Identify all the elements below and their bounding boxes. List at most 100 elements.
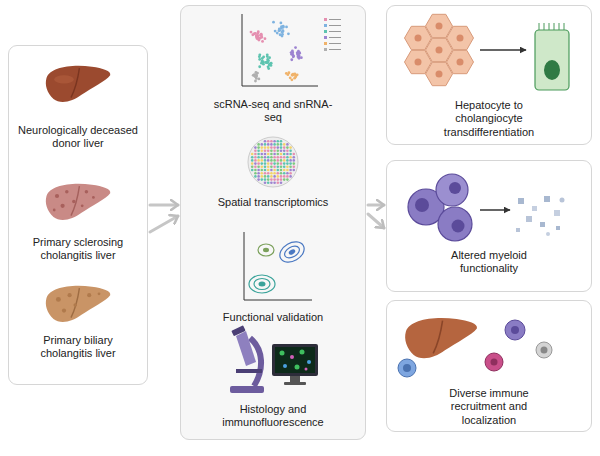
spatial-spot: [286, 178, 289, 181]
method-label: scRNA-seq and snRNA-seq: [208, 98, 338, 125]
spatial-spot: [264, 169, 267, 172]
spatial-spot: [283, 178, 286, 181]
immune-cell-icon: [403, 364, 411, 372]
spatial-spot: [270, 166, 273, 169]
secreted-factor-icon: [540, 222, 545, 227]
spatial-spot: [264, 162, 267, 165]
psc-liver-icon: [55, 194, 59, 198]
pbc-liver-icon: [68, 293, 72, 297]
spatial-spot: [283, 159, 286, 162]
myeloid-cell-icon: [452, 220, 465, 233]
spatial-spot: [273, 150, 276, 153]
pbc-liver-icon: [62, 309, 66, 313]
psc-liver-icon: [72, 200, 76, 204]
hepatocyte-icon: [436, 23, 443, 30]
spatial-spot: [267, 166, 270, 169]
spatial-spot: [254, 172, 257, 175]
psc-liver-icon: [81, 204, 84, 207]
hepatocyte-icon: [447, 26, 474, 49]
spatial-spot: [270, 169, 273, 172]
flow-plot-icon: [276, 238, 308, 267]
monitor-icon: [305, 368, 308, 371]
pbc-liver-icon: [46, 286, 111, 322]
spatial-spot: [267, 162, 270, 165]
plot-key: [324, 18, 327, 21]
flow-plot-icon: [258, 244, 274, 256]
spatial-spot: [280, 156, 283, 159]
spatial-spot: [267, 172, 270, 175]
spatial-spot: [267, 169, 270, 172]
spatial-spot: [273, 159, 276, 162]
psc-liver-icon: [61, 204, 65, 208]
spatial-spot: [273, 143, 276, 146]
spatial-spot: [270, 150, 273, 153]
umap-dot: [281, 31, 284, 34]
spatial-spot: [283, 150, 286, 153]
spatial-spot: [267, 175, 270, 178]
umap-dot: [276, 32, 279, 35]
spatial-spot: [257, 169, 260, 172]
secreted-factor-icon: [556, 226, 560, 230]
cholangiocyte-icon: [539, 23, 564, 30]
spatial-spot: [286, 166, 289, 169]
immune-cell-icon: [491, 359, 498, 366]
spatial-spot: [251, 169, 254, 172]
spatial-spot: [267, 156, 270, 159]
spatial-spot: [270, 140, 273, 143]
spatial-spot: [280, 150, 283, 153]
spatial-spot: [257, 159, 260, 162]
umap-dot: [290, 78, 293, 81]
plot-key: [329, 31, 341, 32]
umap-dot: [297, 50, 300, 53]
spatial-spot: [254, 159, 257, 162]
recipient-liver-icon: [405, 318, 477, 358]
spatial-spot: [251, 156, 254, 159]
myeloid-cell-icon: [415, 198, 429, 212]
spatial-spot: [289, 162, 292, 165]
donor-liver-icon: [46, 66, 111, 102]
method-label: Histology and immunofluorescence: [203, 403, 343, 430]
spatial-spot: [286, 150, 289, 153]
spatial-spot: [277, 146, 280, 149]
umap-dot: [285, 72, 288, 75]
spatial-spot: [280, 172, 283, 175]
cholangiocyte-icon: [535, 30, 569, 90]
spatial-spot: [261, 150, 264, 153]
spatial-spot: [251, 166, 254, 169]
umap-dot: [268, 56, 271, 59]
spatial-spot: [289, 150, 292, 153]
recipient-liver-icon: [405, 318, 477, 358]
umap-dot: [254, 75, 257, 78]
flow-plot-icon: [263, 248, 269, 252]
spatial-spot: [270, 159, 273, 162]
spatial-spot: [257, 162, 260, 165]
hepatocyte-icon: [415, 59, 422, 66]
spatial-spot: [280, 159, 283, 162]
sample-label: Neurologically deceased donor liver: [18, 124, 138, 151]
spatial-spot: [286, 169, 289, 172]
hepatocyte-icon: [436, 71, 443, 78]
spatial-spot: [277, 178, 280, 181]
spatial-spot: [277, 143, 280, 146]
umap-dot: [251, 33, 254, 36]
secreted-factor-icon: [544, 196, 550, 202]
spatial-spot: [251, 159, 254, 162]
spatial-spot: [286, 146, 289, 149]
cholangiocyte-icon: [535, 23, 569, 90]
immune-cell-icon: [485, 353, 503, 371]
umap-plot-icon: [242, 14, 318, 86]
spatial-spot: [286, 153, 289, 156]
umap-dot: [250, 31, 253, 34]
spatial-spot: [273, 182, 276, 185]
pbc-liver-icon: [56, 297, 61, 302]
spatial-spot: [286, 156, 289, 159]
spatial-spot: [277, 169, 280, 172]
method-label: Functional validation: [198, 311, 348, 324]
spatial-spot: [257, 166, 260, 169]
spatial-spot: [254, 175, 257, 178]
spatial-spot: [270, 162, 273, 165]
umap-dot: [279, 22, 282, 25]
plot-key: [329, 43, 341, 44]
microscope-icon: [236, 369, 262, 373]
